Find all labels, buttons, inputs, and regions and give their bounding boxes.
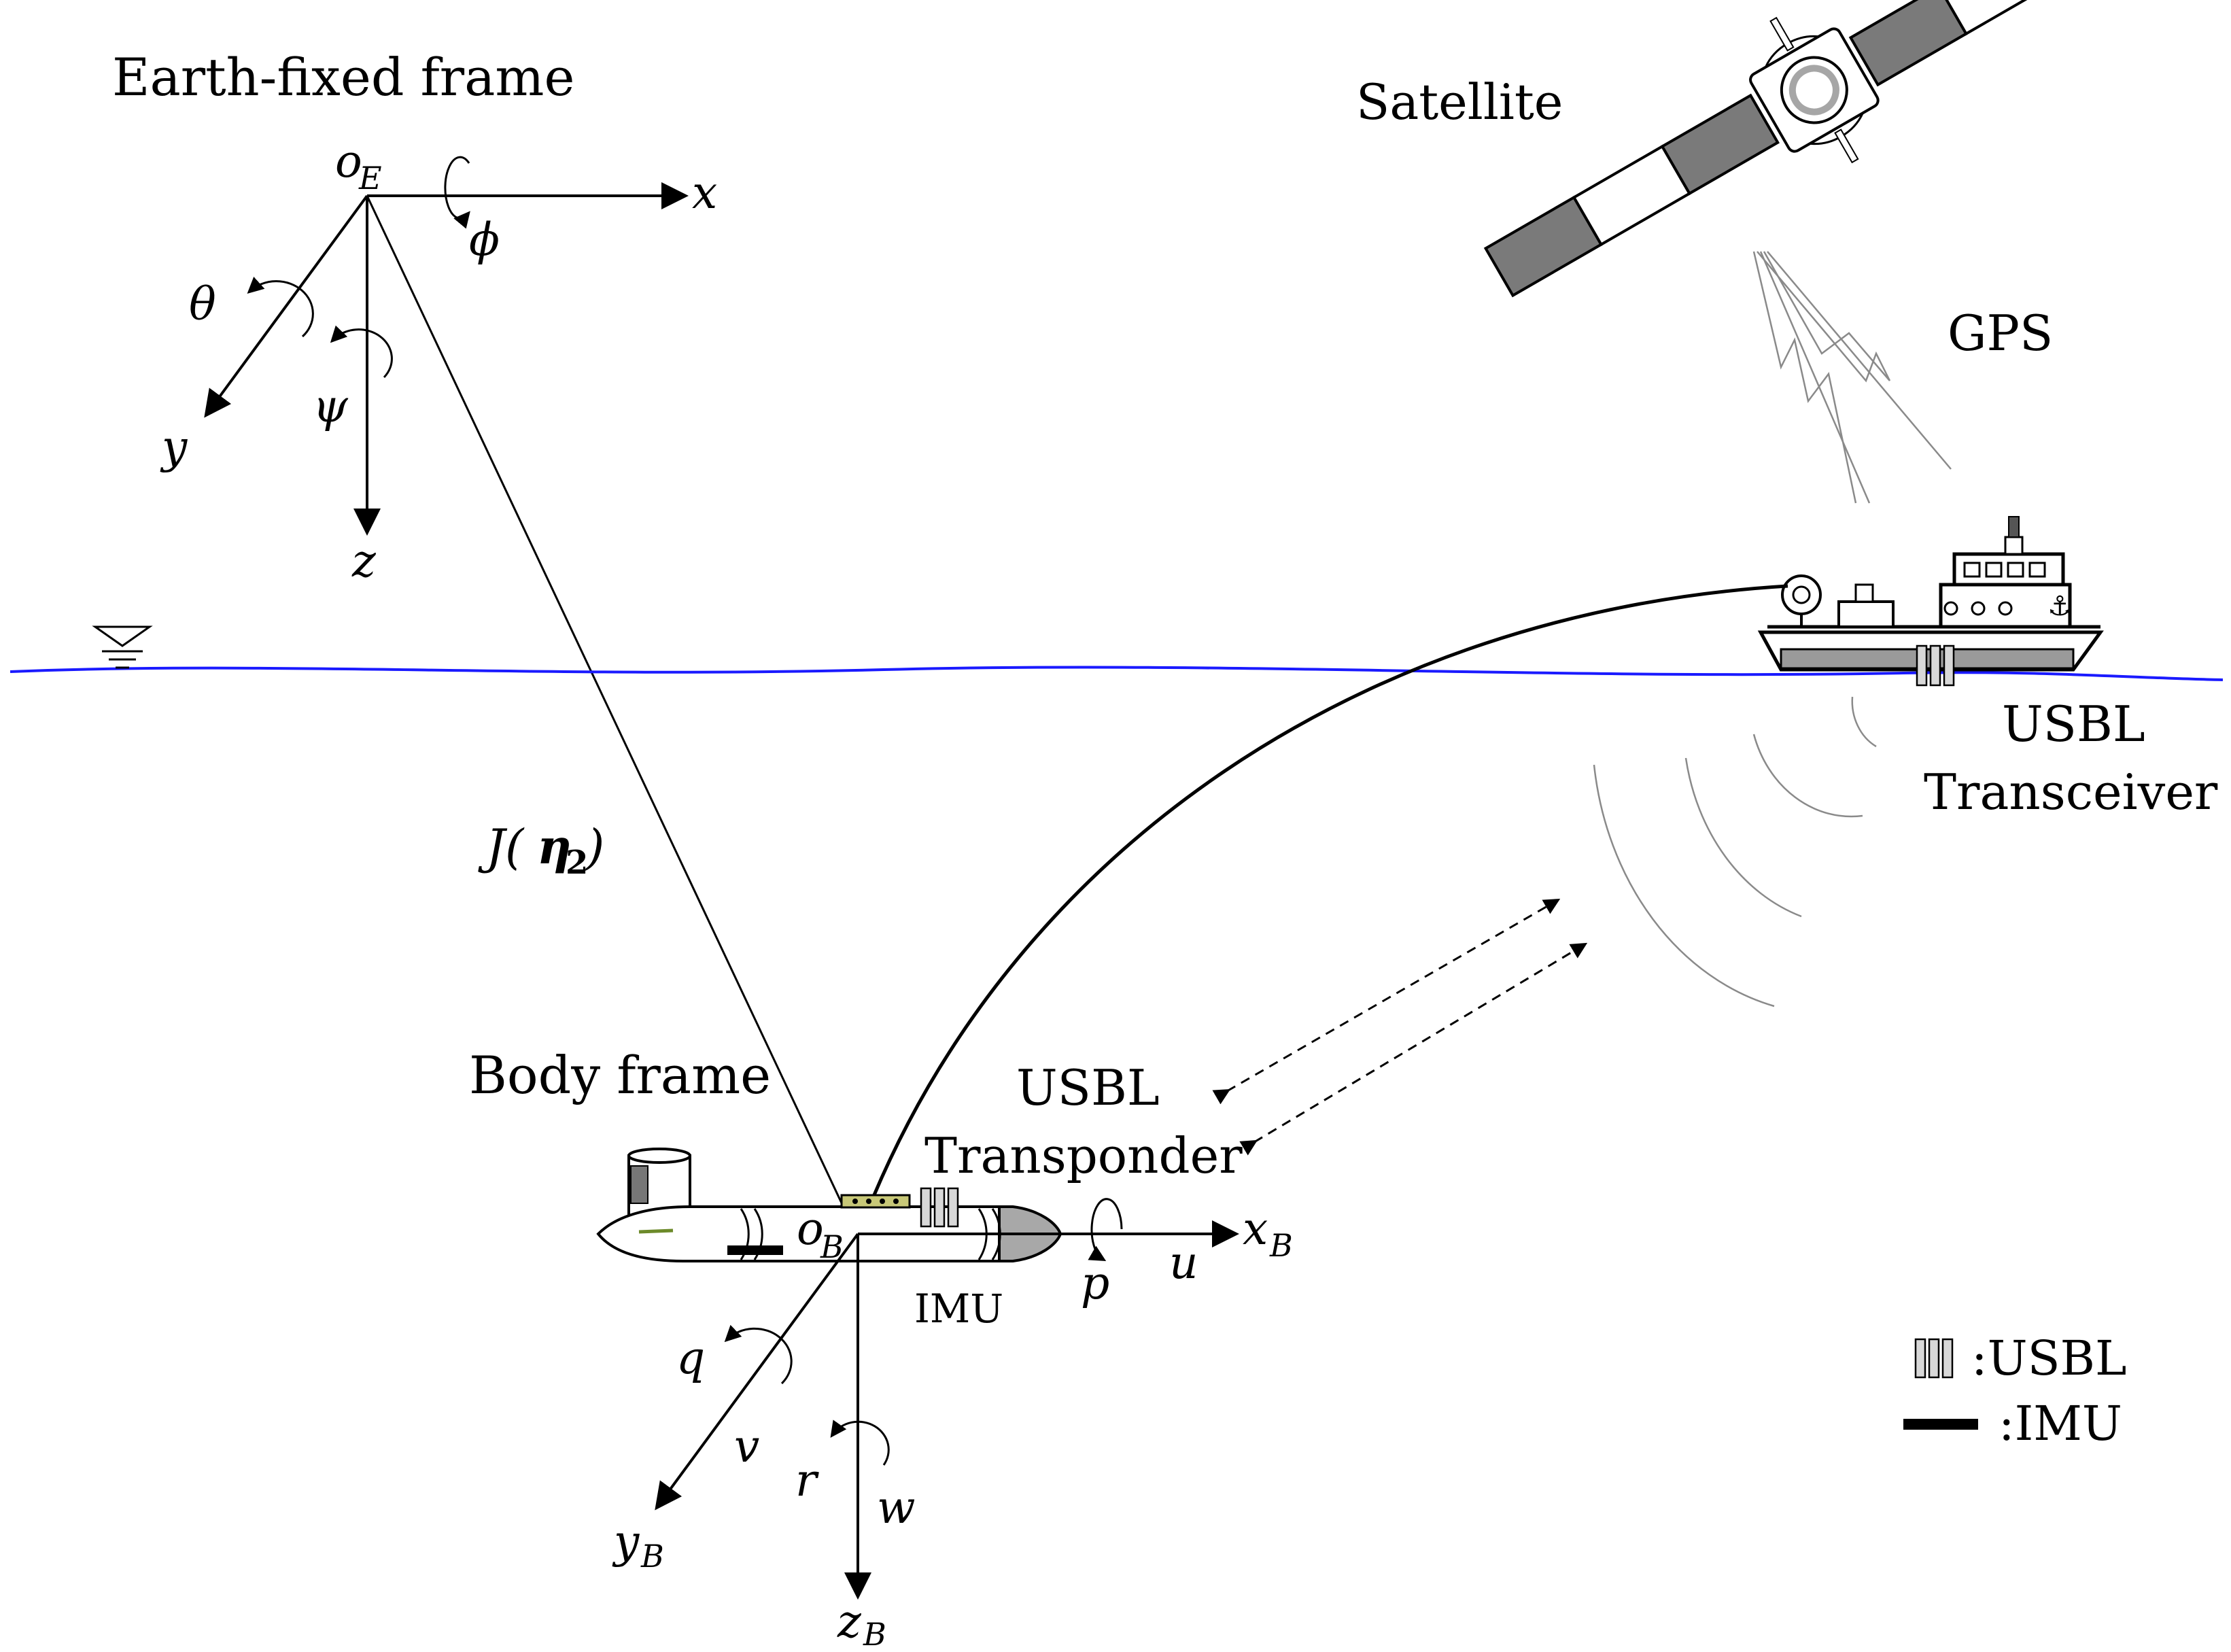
earth-fixed-frame: Earth-fixed frame o E x y z ϕ θ ψ xyxy=(112,47,717,587)
transform-label: J( η 2 ) xyxy=(478,819,604,882)
yaw-rotation-icon xyxy=(330,325,393,379)
satellite-icon xyxy=(1483,0,2057,298)
q-rotation-icon xyxy=(724,1324,793,1385)
ship-icon: ⚓ xyxy=(1757,516,2104,687)
transceiver-label-line1: USBL xyxy=(2002,695,2145,753)
body-x-label: x xyxy=(1243,1203,1268,1255)
body-u-label: u xyxy=(1169,1237,1198,1289)
anchor-icon: ⚓ xyxy=(2047,591,2072,622)
body-y-sub: B xyxy=(640,1538,664,1574)
gps-signal xyxy=(1752,251,1952,504)
earth-origin-sub: E xyxy=(358,160,382,196)
earth-pitch-label: θ xyxy=(189,278,216,330)
acoustic-link xyxy=(1212,899,1588,1156)
earth-roll-label: ϕ xyxy=(469,213,500,266)
transponder-label-line1: USBL xyxy=(1016,1059,1160,1116)
body-v-label: v xyxy=(734,1420,759,1473)
transform-j-label: J( xyxy=(478,819,525,875)
body-frame-label: Body frame xyxy=(469,1045,771,1105)
transform-close-label: ) xyxy=(585,819,604,875)
body-w-label: w xyxy=(877,1481,916,1534)
body-z-label: z xyxy=(837,1596,862,1648)
legend-imu-label: :IMU xyxy=(1999,1396,2122,1451)
body-frame-axes: o B x B y B z B p u q v r w xyxy=(612,1198,1293,1652)
roll-rotation-icon xyxy=(444,156,470,229)
water-surface xyxy=(10,625,2224,681)
water-level-icon xyxy=(92,625,153,669)
acoustic-link-lower xyxy=(1239,942,1588,1156)
satellite-label: Satellite xyxy=(1356,73,1563,131)
earth-origin-label: o xyxy=(335,135,362,188)
tether-cable xyxy=(871,584,1788,1197)
transform-line xyxy=(366,195,852,1224)
earth-y-axis xyxy=(204,194,368,418)
body-q-label: q xyxy=(676,1332,705,1384)
body-r-label: r xyxy=(795,1454,819,1507)
body-y-axis xyxy=(655,1233,859,1511)
transceiver-label-line2: Transceiver xyxy=(1924,763,2218,821)
earth-x-label: x xyxy=(692,167,717,219)
acoustic-waves xyxy=(1593,696,1877,1008)
p-rotation-icon xyxy=(1088,1198,1123,1262)
earth-yaw-label: ψ xyxy=(313,380,349,432)
legend-imu-icon xyxy=(1903,1419,1978,1430)
water-line xyxy=(10,666,2224,681)
legend-usbl-label: :USBL xyxy=(1971,1330,2126,1386)
earth-y-label: y xyxy=(160,421,188,473)
legend-usbl-icon xyxy=(1914,1338,1954,1379)
acoustic-link-upper xyxy=(1212,899,1561,1105)
earth-frame-label: Earth-fixed frame xyxy=(112,47,574,107)
transform-eta-label: η xyxy=(537,819,572,875)
body-y-label: y xyxy=(612,1515,640,1568)
transponder-label-line2: Transponder xyxy=(924,1127,1243,1184)
body-p-label: p xyxy=(1081,1257,1109,1309)
body-origin-label: o xyxy=(797,1203,824,1255)
auv-icon xyxy=(596,1148,1062,1262)
transform-sub-label: 2 xyxy=(566,844,588,882)
imu-label: IMU xyxy=(914,1286,1003,1332)
earth-z-label: z xyxy=(351,535,377,587)
pitch-rotation-icon xyxy=(247,277,314,338)
body-z-sub: B xyxy=(863,1616,886,1652)
gps-label: GPS xyxy=(1948,305,2053,362)
r-rotation-icon xyxy=(830,1419,890,1466)
body-x-sub: B xyxy=(1269,1227,1293,1264)
legend: :USBL :IMU xyxy=(1903,1330,2126,1451)
